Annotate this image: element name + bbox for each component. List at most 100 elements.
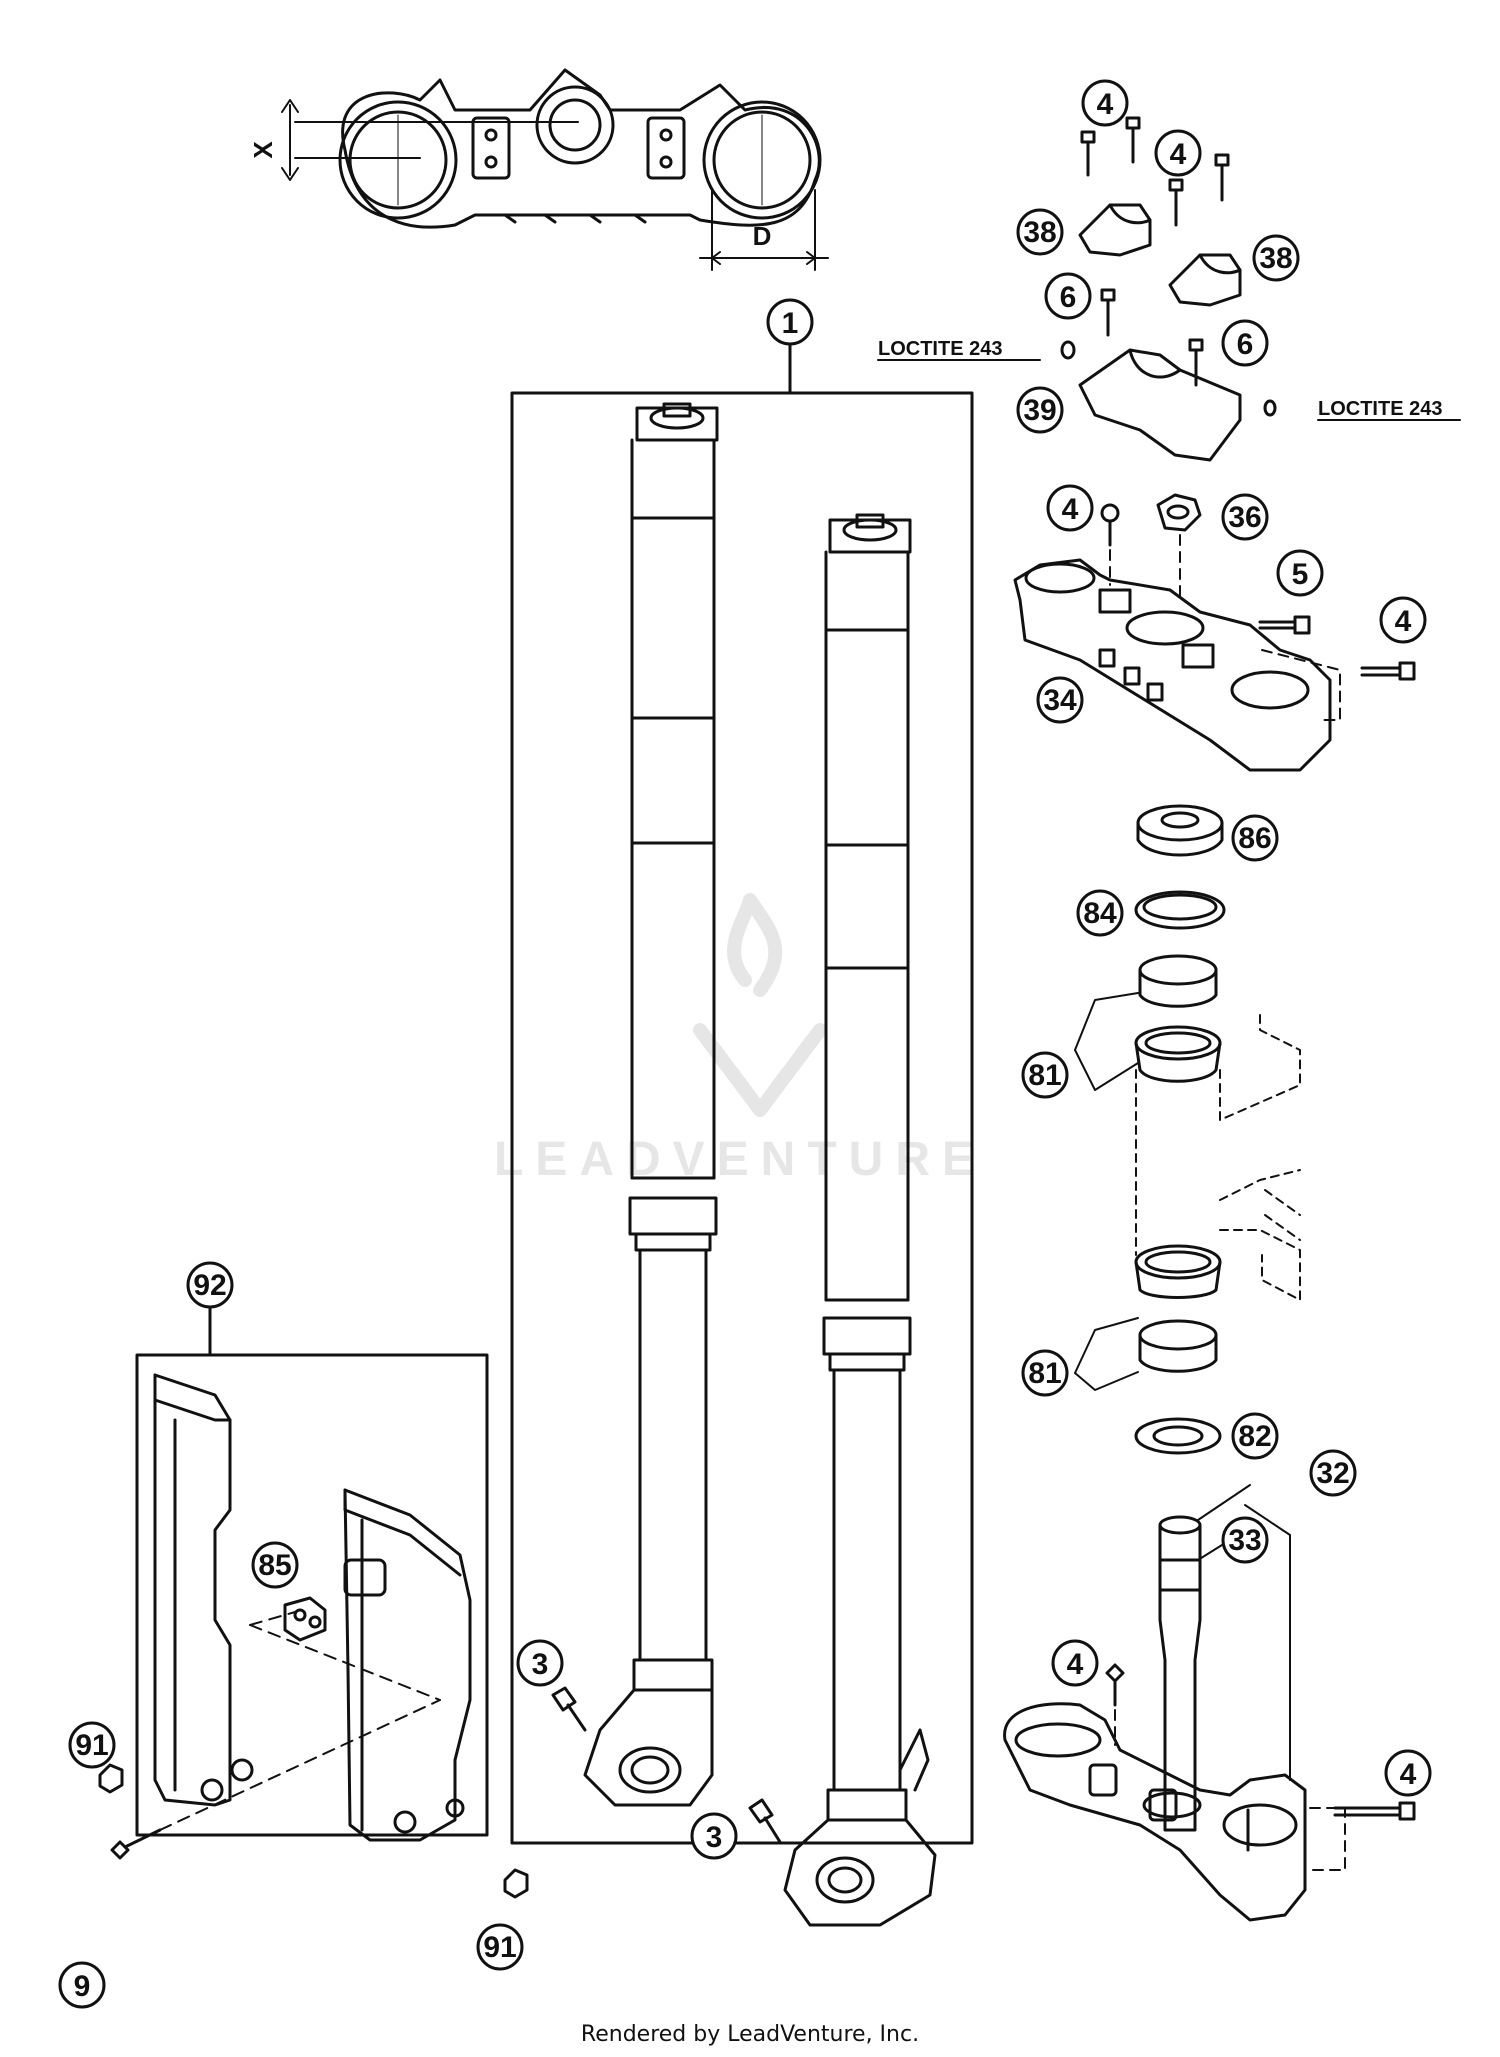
- svg-text:84: 84: [1083, 897, 1117, 930]
- handlebar-clamp-upper-right[interactable]: [1168, 253, 1242, 307]
- nut-91-right[interactable]: [503, 1868, 529, 1899]
- watermark-logo: [693, 893, 827, 1117]
- fork-leg-left[interactable]: [583, 402, 719, 1807]
- handlebar-clamp-upper-left[interactable]: [1078, 203, 1152, 257]
- svg-text:33: 33: [1228, 1524, 1261, 1557]
- svg-text:85: 85: [258, 1549, 291, 1582]
- svg-text:92: 92: [193, 1269, 226, 1302]
- callout-36[interactable]: 36: [1221, 493, 1269, 541]
- callout-4-c[interactable]: 4: [1046, 484, 1094, 532]
- bolt-4-clamp-top[interactable]: [1100, 503, 1120, 547]
- svg-text:4: 4: [1097, 88, 1114, 121]
- fork-guard-right[interactable]: [343, 1488, 472, 1842]
- callout-91-left[interactable]: 91: [68, 1721, 116, 1769]
- fork-guard-frame: [135, 1353, 489, 1837]
- triple-clamp-plan-view: [281, 68, 829, 271]
- svg-text:4: 4: [1395, 605, 1412, 638]
- bolt-4-stem-top[interactable]: [1105, 1663, 1125, 1707]
- callout-81-upper[interactable]: 81: [1021, 1051, 1069, 1099]
- lower-triple-clamp-32[interactable]: [1003, 1702, 1307, 1922]
- callout-34[interactable]: 34: [1036, 676, 1084, 724]
- callout-3-left[interactable]: 3: [516, 1639, 564, 1687]
- svg-text:4: 4: [1067, 1648, 1084, 1681]
- svg-text:32: 32: [1316, 1457, 1349, 1490]
- svg-text:38: 38: [1259, 242, 1292, 275]
- callout-4-f[interactable]: 4: [1384, 1749, 1432, 1797]
- bolt-4-stem-side[interactable]: [1333, 1801, 1416, 1821]
- svg-text:5: 5: [1292, 558, 1309, 591]
- fork-guard-left[interactable]: [153, 1373, 254, 1807]
- loctite-note-left: LOCTITE 243: [878, 338, 1002, 360]
- bearing-81-upper[interactable]: [1134, 954, 1222, 1083]
- nut-36[interactable]: [1156, 493, 1202, 532]
- callout-85[interactable]: 85: [251, 1541, 299, 1589]
- svg-text:4: 4: [1400, 1758, 1417, 1791]
- svg-text:86: 86: [1238, 822, 1271, 855]
- dimension-x-label: X: [248, 141, 278, 159]
- bearing-81-lower[interactable]: [1134, 1244, 1222, 1373]
- svg-text:81: 81: [1028, 1059, 1061, 1092]
- seal-86[interactable]: [1136, 804, 1224, 857]
- svg-text:3: 3: [532, 1648, 549, 1681]
- bolt-3-right[interactable]: [748, 1798, 782, 1844]
- callout-82[interactable]: 82: [1231, 1412, 1279, 1460]
- callout-4-d[interactable]: 4: [1379, 596, 1427, 644]
- callout-92[interactable]: 92: [186, 1261, 234, 1309]
- watermark-text: LEADVENTURE: [494, 1133, 986, 1186]
- handlebar-clamp-lower-39[interactable]: [1078, 348, 1242, 462]
- callout-32[interactable]: 32: [1309, 1449, 1357, 1497]
- svg-text:4: 4: [1170, 138, 1187, 171]
- callout-9[interactable]: 9: [58, 1961, 106, 2009]
- callout-33[interactable]: 33: [1221, 1516, 1269, 1564]
- bolts-6[interactable]: [1060, 288, 1277, 417]
- callout-leaders: [1074, 992, 1251, 1561]
- loctite-note-right: LOCTITE 243: [1318, 398, 1442, 420]
- callout-5[interactable]: 5: [1276, 549, 1324, 597]
- callout-84[interactable]: 84: [1076, 889, 1124, 937]
- svg-text:1: 1: [782, 307, 799, 340]
- svg-text:9: 9: [74, 1970, 91, 2003]
- callout-4-e[interactable]: 4: [1051, 1639, 1099, 1687]
- bolts-4-top[interactable]: [1080, 116, 1230, 227]
- bolt-3-left[interactable]: [551, 1686, 587, 1732]
- callout-3-right[interactable]: 3: [690, 1812, 738, 1860]
- bracket-85[interactable]: [283, 1596, 327, 1642]
- ring-84[interactable]: [1134, 890, 1226, 930]
- callout-1[interactable]: 1: [766, 298, 814, 346]
- callout-86[interactable]: 86: [1231, 814, 1279, 862]
- dimension-d-label: D: [753, 221, 772, 251]
- svg-text:91: 91: [75, 1729, 108, 1762]
- footer-credit: Rendered by LeadVenture, Inc.: [580, 2022, 920, 2047]
- fork-leg-right[interactable]: [783, 513, 937, 1927]
- svg-text:34: 34: [1043, 684, 1077, 717]
- svg-text:81: 81: [1028, 1357, 1061, 1390]
- screw-9[interactable]: [110, 1828, 162, 1860]
- svg-text:38: 38: [1023, 216, 1056, 249]
- fork-assembly-frame: [510, 391, 974, 1845]
- callout-39[interactable]: 39: [1016, 386, 1064, 434]
- steering-stem-33[interactable]: [1158, 1515, 1202, 1832]
- svg-text:36: 36: [1228, 501, 1261, 534]
- nut-91-left[interactable]: [98, 1763, 124, 1794]
- callout-6-right[interactable]: 6: [1221, 319, 1269, 367]
- upper-triple-clamp-34[interactable]: [1013, 558, 1332, 772]
- callout-81-lower[interactable]: 81: [1021, 1349, 1069, 1397]
- svg-text:82: 82: [1238, 1420, 1271, 1453]
- callout-4-a[interactable]: 4: [1081, 79, 1129, 127]
- svg-text:3: 3: [706, 1821, 723, 1854]
- bolt-4-clamp-side[interactable]: [1360, 661, 1416, 681]
- bolt-5[interactable]: [1258, 615, 1311, 635]
- svg-text:91: 91: [483, 1931, 516, 1964]
- svg-text:39: 39: [1023, 394, 1056, 427]
- callout-38-left[interactable]: 38: [1016, 208, 1064, 256]
- frame-head-outline: [1135, 1009, 1301, 1301]
- svg-text:6: 6: [1060, 281, 1077, 314]
- seal-82[interactable]: [1134, 1417, 1222, 1455]
- callout-4-b[interactable]: 4: [1154, 129, 1202, 177]
- callout-38-right[interactable]: 38: [1252, 234, 1300, 282]
- callout-6-left[interactable]: 6: [1044, 272, 1092, 320]
- svg-text:6: 6: [1237, 328, 1254, 361]
- callout-91-right[interactable]: 91: [476, 1923, 524, 1971]
- svg-text:4: 4: [1062, 493, 1079, 526]
